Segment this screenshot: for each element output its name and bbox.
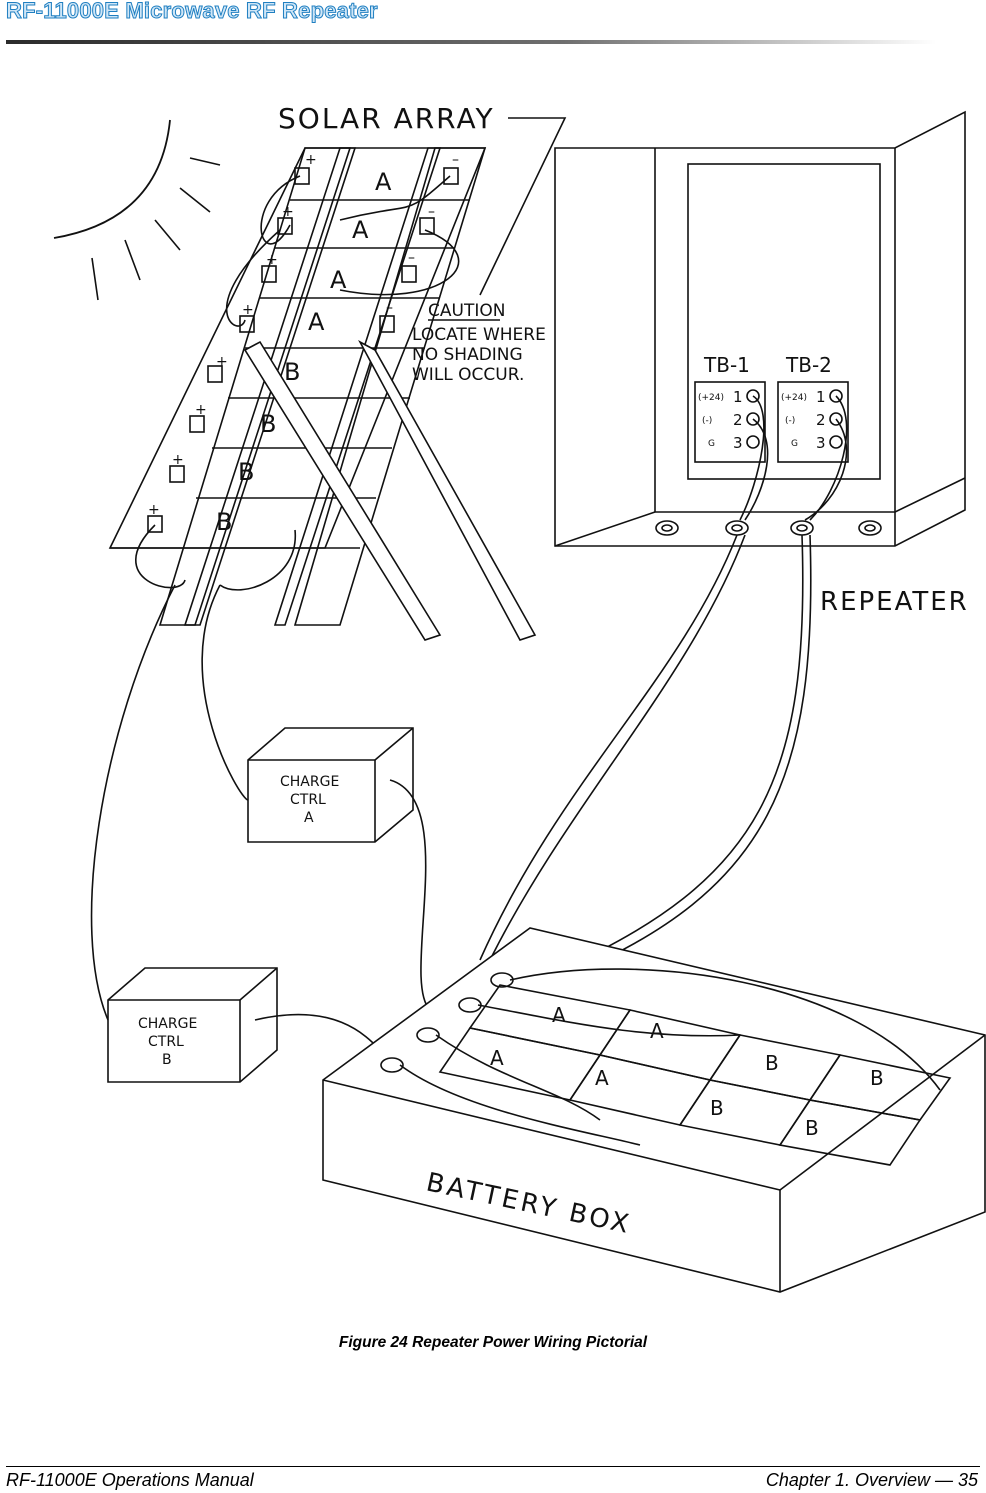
repeater-cabinet [554,110,966,547]
sun-icon [53,119,221,301]
panel-label-a3: A [330,266,347,294]
repeater-labels: TB-1 TB-2 (+24) (-) G 1 2 3 (+24) (-) G … [698,353,969,617]
plus-sign: + [305,152,317,168]
battery-label-b: B [805,1116,819,1140]
figure-caption: Figure 24 Repeater Power Wiring Pictoria… [338,1334,648,1351]
battery-label-b: B [765,1051,779,1075]
plus-sign: + [216,354,228,370]
repeater-cable [569,534,812,976]
svg-text:B: B [162,1052,172,1068]
solar-array-label: SOLAR ARRAY [278,102,495,135]
footer-chapter-page: Chapter 1. Overview — 35 [765,1470,978,1490]
panel-label-b1: B [284,358,300,386]
terminal-label: (+24) [698,393,724,403]
plus-sign: + [195,402,207,418]
footer-rule [6,1466,980,1467]
caution-note: CAUTION LOCATE WHERE NO SHADING WILL OCC… [412,301,546,385]
minus-sign: – [452,152,459,168]
terminal-number: 3 [816,434,826,452]
solar-array-leader-line [479,117,567,296]
caution-title: CAUTION [428,301,505,321]
tb2-label: TB-2 [785,353,832,377]
document-header-title: RF-11000E Microwave RF Repeater [6,0,379,24]
minus-sign: – [428,204,435,220]
battery-label-a: A [595,1066,609,1090]
caution-line-3: WILL OCCUR. [412,365,524,385]
tb1-label: TB-1 [703,353,750,377]
minus-sign: – [408,250,415,266]
panel-label-b3: B [238,458,254,486]
terminal-number: 3 [733,434,743,452]
solar-array-labels: SOLAR ARRAY A A A A B B B B + + + + + + … [148,102,495,536]
repeater-cable [559,534,804,971]
terminal-label: (-) [785,416,795,426]
solar-to-charge-b-cable [90,584,176,1021]
minus-sign: – [386,300,393,316]
svg-text:CTRL: CTRL [148,1034,184,1050]
plus-sign: + [242,302,254,318]
panel-label-a1: A [375,168,392,196]
svg-text:CHARGE: CHARGE [280,774,339,790]
header-rule [6,40,936,44]
panel-label-a4: A [308,308,325,336]
panel-label-a2: A [352,216,369,244]
plus-sign: + [148,502,160,518]
wiring-diagram: SOLAR ARRAY A A A A B B B B + + + + + + … [53,102,986,1293]
terminal-number: 2 [733,411,743,429]
caution-line-2: NO SHADING [412,345,523,365]
repeater-label: REPEATER [820,587,969,617]
terminal-label: (-) [702,416,712,426]
repeater-cable [489,534,746,961]
solar-array [108,147,537,641]
terminal-number: 1 [733,388,743,406]
charge-controller-a [247,727,414,843]
panel-label-b2: B [260,410,276,438]
terminal-label: G [708,439,715,449]
battery-label-b: B [710,1096,724,1120]
battery-label-b: B [870,1066,884,1090]
charge-controller-b-label: CHARGE CTRL B [138,1016,197,1068]
charge-controller-a-label: CHARGE CTRL A [280,774,339,826]
battery-label-a: A [490,1046,504,1070]
svg-text:A: A [304,810,314,826]
charge-controller-b [107,967,278,1083]
plus-sign: + [282,204,294,220]
repeater-cable [479,534,738,961]
terminal-label: G [791,439,798,449]
battery-label-a: A [650,1019,664,1043]
terminal-number: 1 [816,388,826,406]
terminal-number: 2 [816,411,826,429]
plus-sign: + [172,452,184,468]
battery-box [322,927,986,1293]
battery-label-a: A [552,1003,566,1027]
terminal-label: (+24) [781,393,807,403]
caution-line-1: LOCATE WHERE [412,325,546,345]
svg-text:CHARGE: CHARGE [138,1016,197,1032]
svg-text:CTRL: CTRL [290,792,326,808]
wiring-pictorial-figure: SOLAR ARRAY A A A A B B B B + + + + + + … [40,80,986,1310]
footer-manual-title: RF-11000E Operations Manual [6,1470,254,1490]
charge-a-to-battery-cable [389,779,431,1011]
solar-to-charge-a-cable [201,584,249,801]
panel-label-b4: B [216,508,232,536]
plus-sign: + [266,252,278,268]
